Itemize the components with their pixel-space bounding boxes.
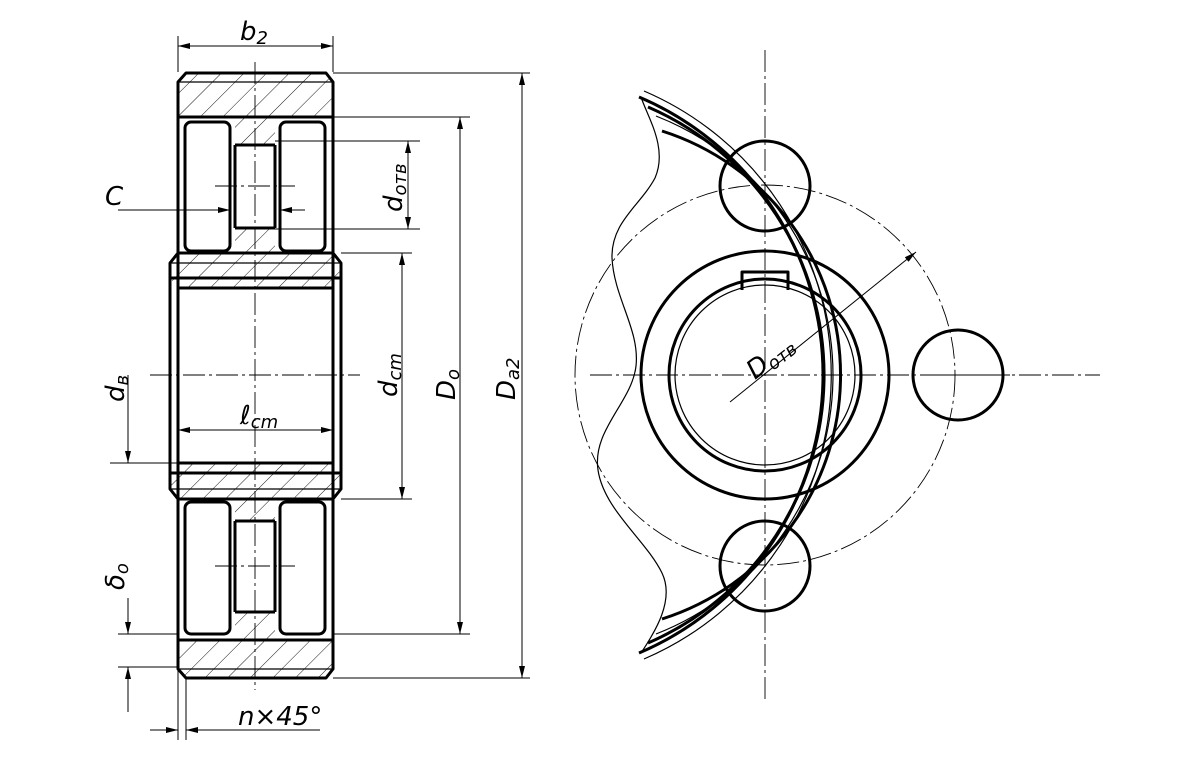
dim-d-a2-label: Da2 [492,357,524,400]
dimensions: b2 C dотв dв ℓcm dcm Do Da2 [101,17,530,740]
dim-chamfer-label: n×45° [238,702,322,732]
front-view: Dотв [574,50,1100,700]
rim-outline [176,71,335,680]
dim-d-v-label: dв [101,375,133,402]
dim-delta-o-label: δo [101,563,133,590]
break-line [596,96,667,654]
d-otv-leader [729,251,917,403]
section-view [150,62,360,690]
front-centerlines [590,50,1100,700]
dim-l-st-label: ℓcm [239,401,278,433]
dim-d-st-label: dcm [374,353,406,397]
dim-D-otv-label: Dотв [741,330,802,387]
keyway [740,270,790,290]
disc-pockets [183,120,327,636]
dim-d-o-label: Do [432,369,464,400]
dim-b2-label: b2 [240,17,268,49]
section-centerlines [150,62,360,690]
hub-outline [168,251,343,501]
section-hatching [170,73,341,678]
dim-c-label: C [105,182,124,212]
dim-d-otv-label: dотв [379,163,411,212]
